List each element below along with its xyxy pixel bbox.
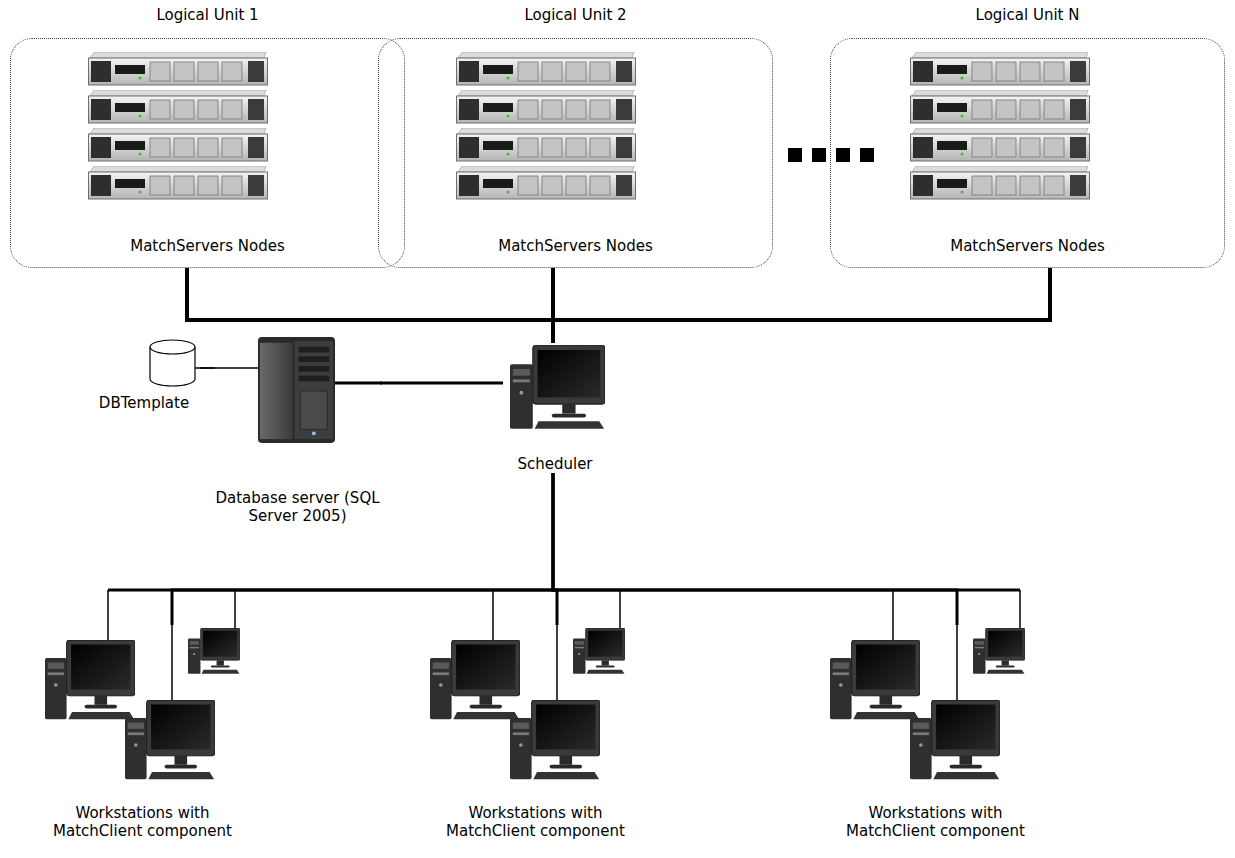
unit-frame: MatchServers Nodes	[10, 38, 405, 268]
caption-block: Workstations with MatchClient component	[828, 804, 1043, 840]
database-server-icon	[258, 337, 335, 443]
link-stub	[335, 382, 382, 385]
server-stack	[457, 52, 636, 199]
unit-label: MatchServers Nodes	[831, 237, 1224, 255]
unit-label: MatchServers Nodes	[379, 237, 772, 255]
node-label: Scheduler	[503, 455, 607, 473]
database-file: DBTemplate	[88, 338, 200, 412]
node-label: Database server (SQL Server 2005)	[215, 489, 380, 525]
ellipsis-square	[788, 148, 802, 162]
workstation-group: Workstations with MatchClient component	[828, 625, 1043, 840]
network-link	[553, 473, 957, 625]
ellipsis-square	[836, 148, 850, 162]
server-stack	[89, 52, 268, 199]
workstation-group-art	[45, 590, 240, 779]
logical-unit: Logical Unit 1 MatchServers Nodes	[10, 0, 405, 268]
network-link	[380, 382, 503, 385]
network-link	[553, 268, 1050, 343]
link-stub	[195, 367, 258, 369]
unit-frame: MatchServers Nodes	[830, 38, 1225, 268]
workstation-group-art	[430, 590, 625, 779]
node-label: Workstations with MatchClient component	[428, 804, 643, 840]
logical-unit: Logical Unit 2 MatchServers Nodes	[378, 0, 773, 268]
node-label: DBTemplate	[88, 394, 200, 412]
workstation-group-art	[830, 590, 1025, 779]
scheduler: Scheduler	[503, 343, 607, 473]
caption-block: Scheduler	[503, 455, 607, 473]
network-link	[187, 268, 553, 343]
node-label: Workstations with MatchClient component	[828, 804, 1043, 840]
logical-unit: Logical Unit N MatchServers Nodes	[830, 0, 1225, 268]
caption-block: Database server (SQL Server 2005)	[215, 489, 380, 525]
caption-block: Workstations with MatchClient component	[35, 804, 250, 840]
server-stack	[911, 52, 1090, 199]
unit-frame: MatchServers Nodes	[378, 38, 773, 268]
scheduler-pc	[510, 345, 605, 429]
workstation-group: Workstations with MatchClient component	[35, 625, 250, 840]
database-cylinder-top	[150, 340, 195, 354]
node-label: Workstations with MatchClient component	[35, 804, 250, 840]
unit-title: Logical Unit N	[830, 6, 1225, 24]
network-link	[200, 367, 215, 369]
unit-label: MatchServers Nodes	[11, 237, 404, 255]
network-link	[172, 473, 553, 625]
ellipsis-square	[860, 148, 874, 162]
unit-title: Logical Unit 2	[378, 6, 773, 24]
caption-block: DBTemplate	[88, 394, 200, 412]
database-server: Database server (SQL Server 2005)	[215, 333, 380, 525]
workstation-group: Workstations with MatchClient component	[428, 625, 643, 840]
caption-block: Workstations with MatchClient component	[428, 804, 643, 840]
unit-title: Logical Unit 1	[10, 6, 405, 24]
ellipsis-square	[812, 148, 826, 162]
